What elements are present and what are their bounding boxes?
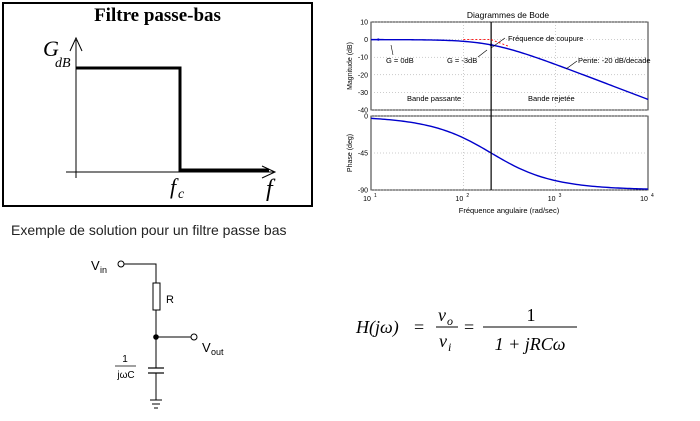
y-axis-arrow (69, 36, 83, 52)
f-axis-label: f (266, 176, 276, 202)
x-tick-label: 10 (363, 196, 371, 203)
vin-label-sub: in (100, 265, 107, 275)
mag-tick-label: -20 (358, 72, 368, 79)
mag-tick-label: -40 (358, 108, 368, 115)
tf-lhs: H(jω) (355, 317, 399, 338)
bode-title: Diagrammes de Bode (467, 10, 549, 20)
bode-xlabel: Fréquence angulaire (rad/sec) (459, 206, 560, 215)
fc-label-main: f (170, 174, 179, 199)
gdb-label-main: G (43, 36, 59, 61)
phase-curve (370, 117, 649, 190)
annotation-slope-pointer (565, 60, 578, 70)
tf-num1: v (438, 305, 446, 325)
mag-tick-label: 0 (364, 37, 368, 44)
annotation-g0-pointer (390, 44, 394, 56)
vin-label-main: V (91, 258, 100, 273)
annotation-cutoff-pointer (490, 37, 506, 49)
capacitor-label-num: 1 (122, 354, 128, 365)
tf-den2: 1 + jRCω (495, 334, 566, 354)
capacitor-label-den: jωC (116, 370, 134, 381)
x-axis-arrow (261, 165, 277, 179)
x-tick-label: 10 (455, 196, 463, 203)
vout-label-main: V (202, 340, 211, 355)
phase-tick-label: 0 (364, 114, 368, 121)
fc-label-sub: c (178, 187, 185, 202)
x-tick-label: 10 (548, 196, 556, 203)
x-tick-label: 10 (640, 196, 648, 203)
resistor-label: R (166, 294, 174, 306)
tf-num2: 1 (527, 305, 536, 325)
magnitude-curve (371, 38, 649, 101)
x-tick-exponent: 4 (651, 193, 654, 199)
mag-ylabel: Magnitude (dB) (347, 42, 354, 90)
x-tick-exponent: 1 (374, 193, 377, 199)
annotation-cutoff: Fréquence de coupure (508, 34, 583, 43)
phase-ticks: 0 -45 -90 (358, 114, 368, 195)
tf-den1-sub: i (448, 340, 451, 354)
x-tick-exponent: 2 (466, 193, 469, 199)
tf-eq-2: = (464, 317, 474, 337)
junction-node (153, 334, 159, 340)
ideal-response-line (76, 66, 269, 172)
annotation-g3: G = -3dB (447, 56, 477, 65)
bode-diagram: Diagrammes de Bode 100-10-20-30-40 Magni… (347, 10, 654, 215)
transfer-function: H(jω) = v o v i = 1 1 + jRCω (355, 305, 577, 354)
vin-terminal (117, 260, 125, 268)
annotation-passband: Bande passante (407, 94, 461, 103)
tf-eq-1: = (414, 317, 424, 337)
rc-circuit: V in R V out 1 jωC (91, 258, 224, 409)
annotation-g0: G = 0dB (386, 56, 414, 65)
ideal-filter-title: Filtre passe-bas (94, 5, 221, 26)
phase-tick-label: -45 (358, 151, 368, 158)
annotation-g3-pointer (477, 49, 488, 58)
ideal-filter-graph: G dB f c f (43, 36, 277, 202)
vout-label-sub: out (211, 347, 224, 357)
magnitude-plot-area (370, 21, 649, 111)
wire-input (124, 263, 157, 283)
asymptote-line-slope (490, 39, 511, 48)
tf-den1: v (439, 331, 447, 351)
vout-terminal (190, 333, 198, 341)
resistor (152, 282, 161, 311)
phase-tick-label: -90 (358, 188, 368, 195)
caption: Exemple de solution pour un filtre passe… (11, 222, 287, 238)
x-tick-exponent: 3 (559, 193, 562, 199)
mag-tick-label: -30 (358, 90, 368, 97)
magnitude-ticks: 10 0 -10 -20 -30 -40 (358, 20, 368, 115)
annotation-stopband: Bande rejetée (528, 94, 575, 103)
phase-grid (371, 115, 648, 191)
tf-num1-sub: o (447, 314, 453, 328)
annotation-slope: Pente: -20 dB/decade (578, 56, 651, 65)
ideal-filter-panel (2, 2, 313, 207)
mag-tick-label: -10 (358, 55, 368, 62)
mag-tick-label: 10 (360, 20, 368, 27)
phase-ylabel: Phase (deg) (347, 134, 354, 172)
gdb-label-sub: dB (55, 56, 71, 71)
